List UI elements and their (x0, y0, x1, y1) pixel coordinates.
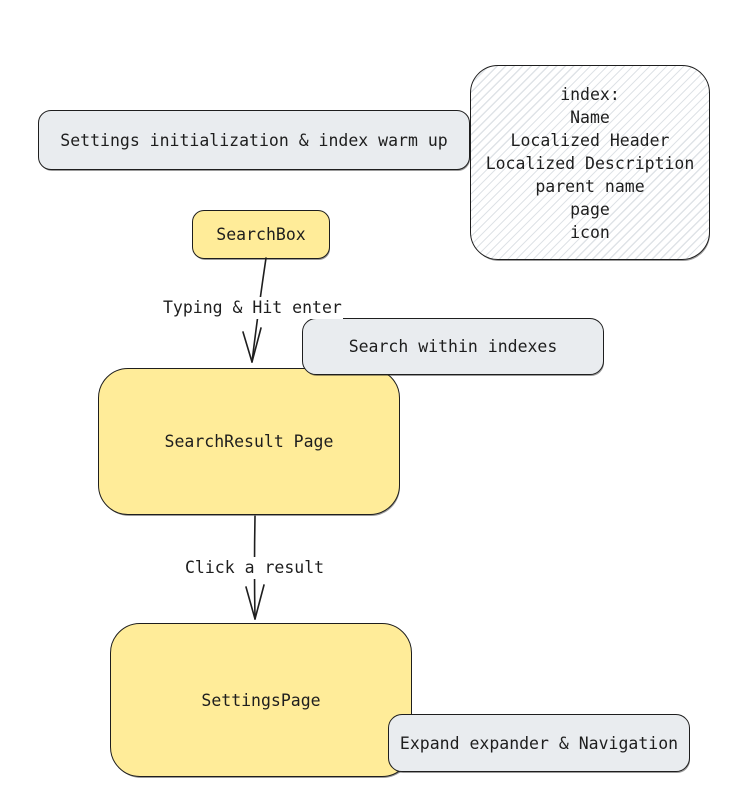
node-expand-expander-navigation-label: Expand expander & Navigation (399, 733, 679, 753)
index-note-line: parent name (535, 177, 645, 196)
node-settings-initialization-label: Settings initialization & index warm up (60, 130, 448, 150)
index-note-line: icon (570, 223, 610, 242)
node-searchbox: SearchBox (192, 210, 330, 259)
index-note-line: Localized Description (485, 154, 695, 173)
arrowhead-searchbox-to-searchresult (242, 327, 262, 363)
node-settings-initialization: Settings initialization & index warm up (38, 110, 470, 170)
node-searchresult-page-label: SearchResult Page (164, 432, 334, 451)
arrow-label-click-a-result: Click a result (184, 557, 326, 579)
index-note-line: Name (570, 108, 610, 127)
node-index-note: index: Name Localized Header Localized D… (470, 65, 710, 260)
node-search-within-indexes: Search within indexes (302, 318, 604, 375)
index-note-line: Localized Header (510, 131, 670, 150)
node-settingspage-label: SettingsPage (201, 690, 321, 710)
node-search-within-indexes-label: Search within indexes (348, 337, 558, 356)
index-note-line: index: (560, 85, 620, 104)
node-searchresult-page: SearchResult Page (98, 368, 400, 515)
node-settingspage: SettingsPage (110, 623, 412, 777)
node-searchbox-label: SearchBox (216, 225, 306, 244)
arrow-label-typing-hit-enter: Typing & Hit enter (162, 297, 343, 319)
arrowhead-searchresult-to-settingspage (245, 584, 265, 620)
index-note-line: page (570, 200, 610, 219)
node-expand-expander-navigation: Expand expander & Navigation (388, 714, 690, 772)
